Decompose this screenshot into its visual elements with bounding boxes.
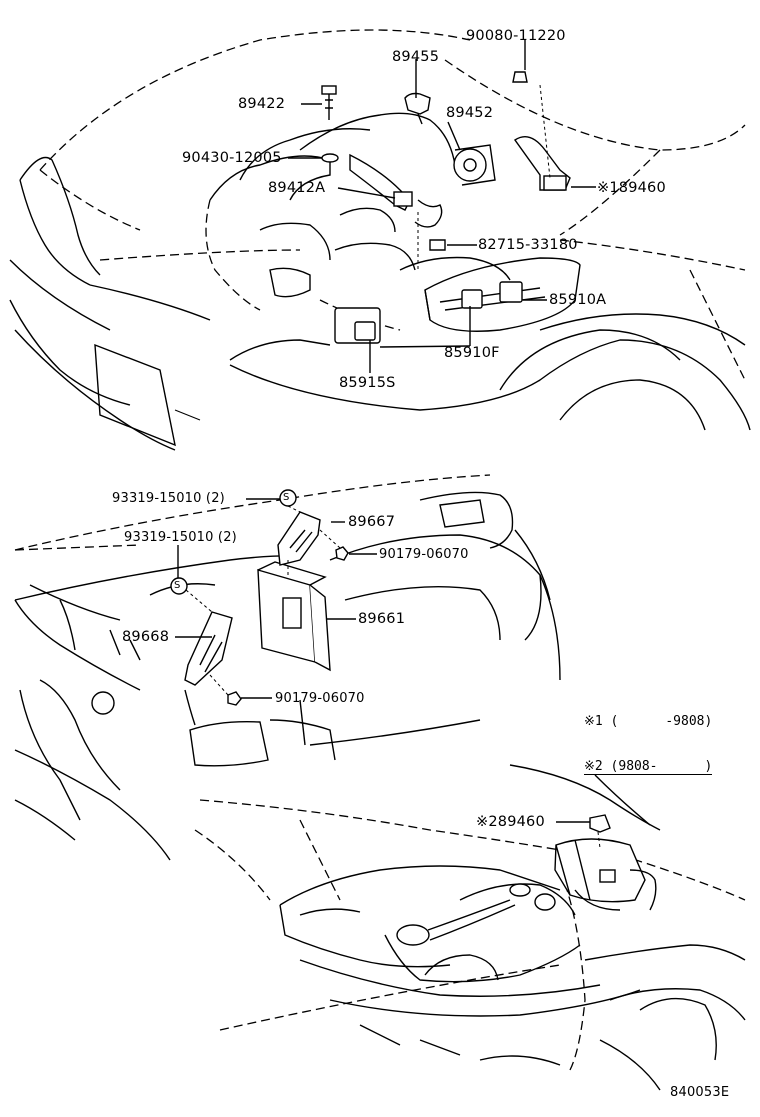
label-189460: ※189460	[597, 180, 666, 196]
label-89661: 89661	[358, 611, 406, 627]
applicability-legend: ※1 ( -9808) ※2 (9808- )	[584, 684, 713, 790]
diagram-code: 840053E	[670, 1085, 730, 1100]
legend-line-2: ※2 (9808- )	[584, 759, 713, 775]
label-89452: 89452	[446, 105, 494, 121]
label-289460: ※289460	[476, 814, 545, 830]
label-89412A: 89412A	[268, 180, 326, 196]
label-93319-15010-top: 93319-15010 (2)	[112, 491, 225, 506]
label-90430-12005: 90430-12005	[182, 150, 282, 166]
label-89668: 89668	[122, 629, 170, 645]
label-89667: 89667	[348, 514, 396, 530]
label-85910A: 85910A	[549, 292, 607, 308]
label-85915S: 85915S	[339, 375, 396, 391]
label-90179-06070-bottom: 90179-06070	[275, 691, 365, 706]
label-93319-15010-left: 93319-15010 (2)	[124, 530, 237, 545]
label-85910F: 85910F	[444, 345, 500, 361]
dashboard-drawing	[14, 474, 561, 821]
s-mark-left: S	[174, 580, 181, 591]
label-90179-06070-top: 90179-06070	[379, 547, 469, 562]
label-89422: 89422	[238, 96, 286, 112]
rear-tank-drawing	[14, 749, 746, 1091]
label-90080-11220: 90080-11220	[466, 28, 566, 44]
label-89455: 89455	[392, 49, 440, 65]
legend-line-1: ※1 ( -9808)	[584, 714, 713, 729]
engine-bay-drawing	[9, 29, 751, 451]
label-82715-33180: 82715-33180	[478, 237, 578, 253]
s-mark-top: S	[283, 492, 290, 503]
